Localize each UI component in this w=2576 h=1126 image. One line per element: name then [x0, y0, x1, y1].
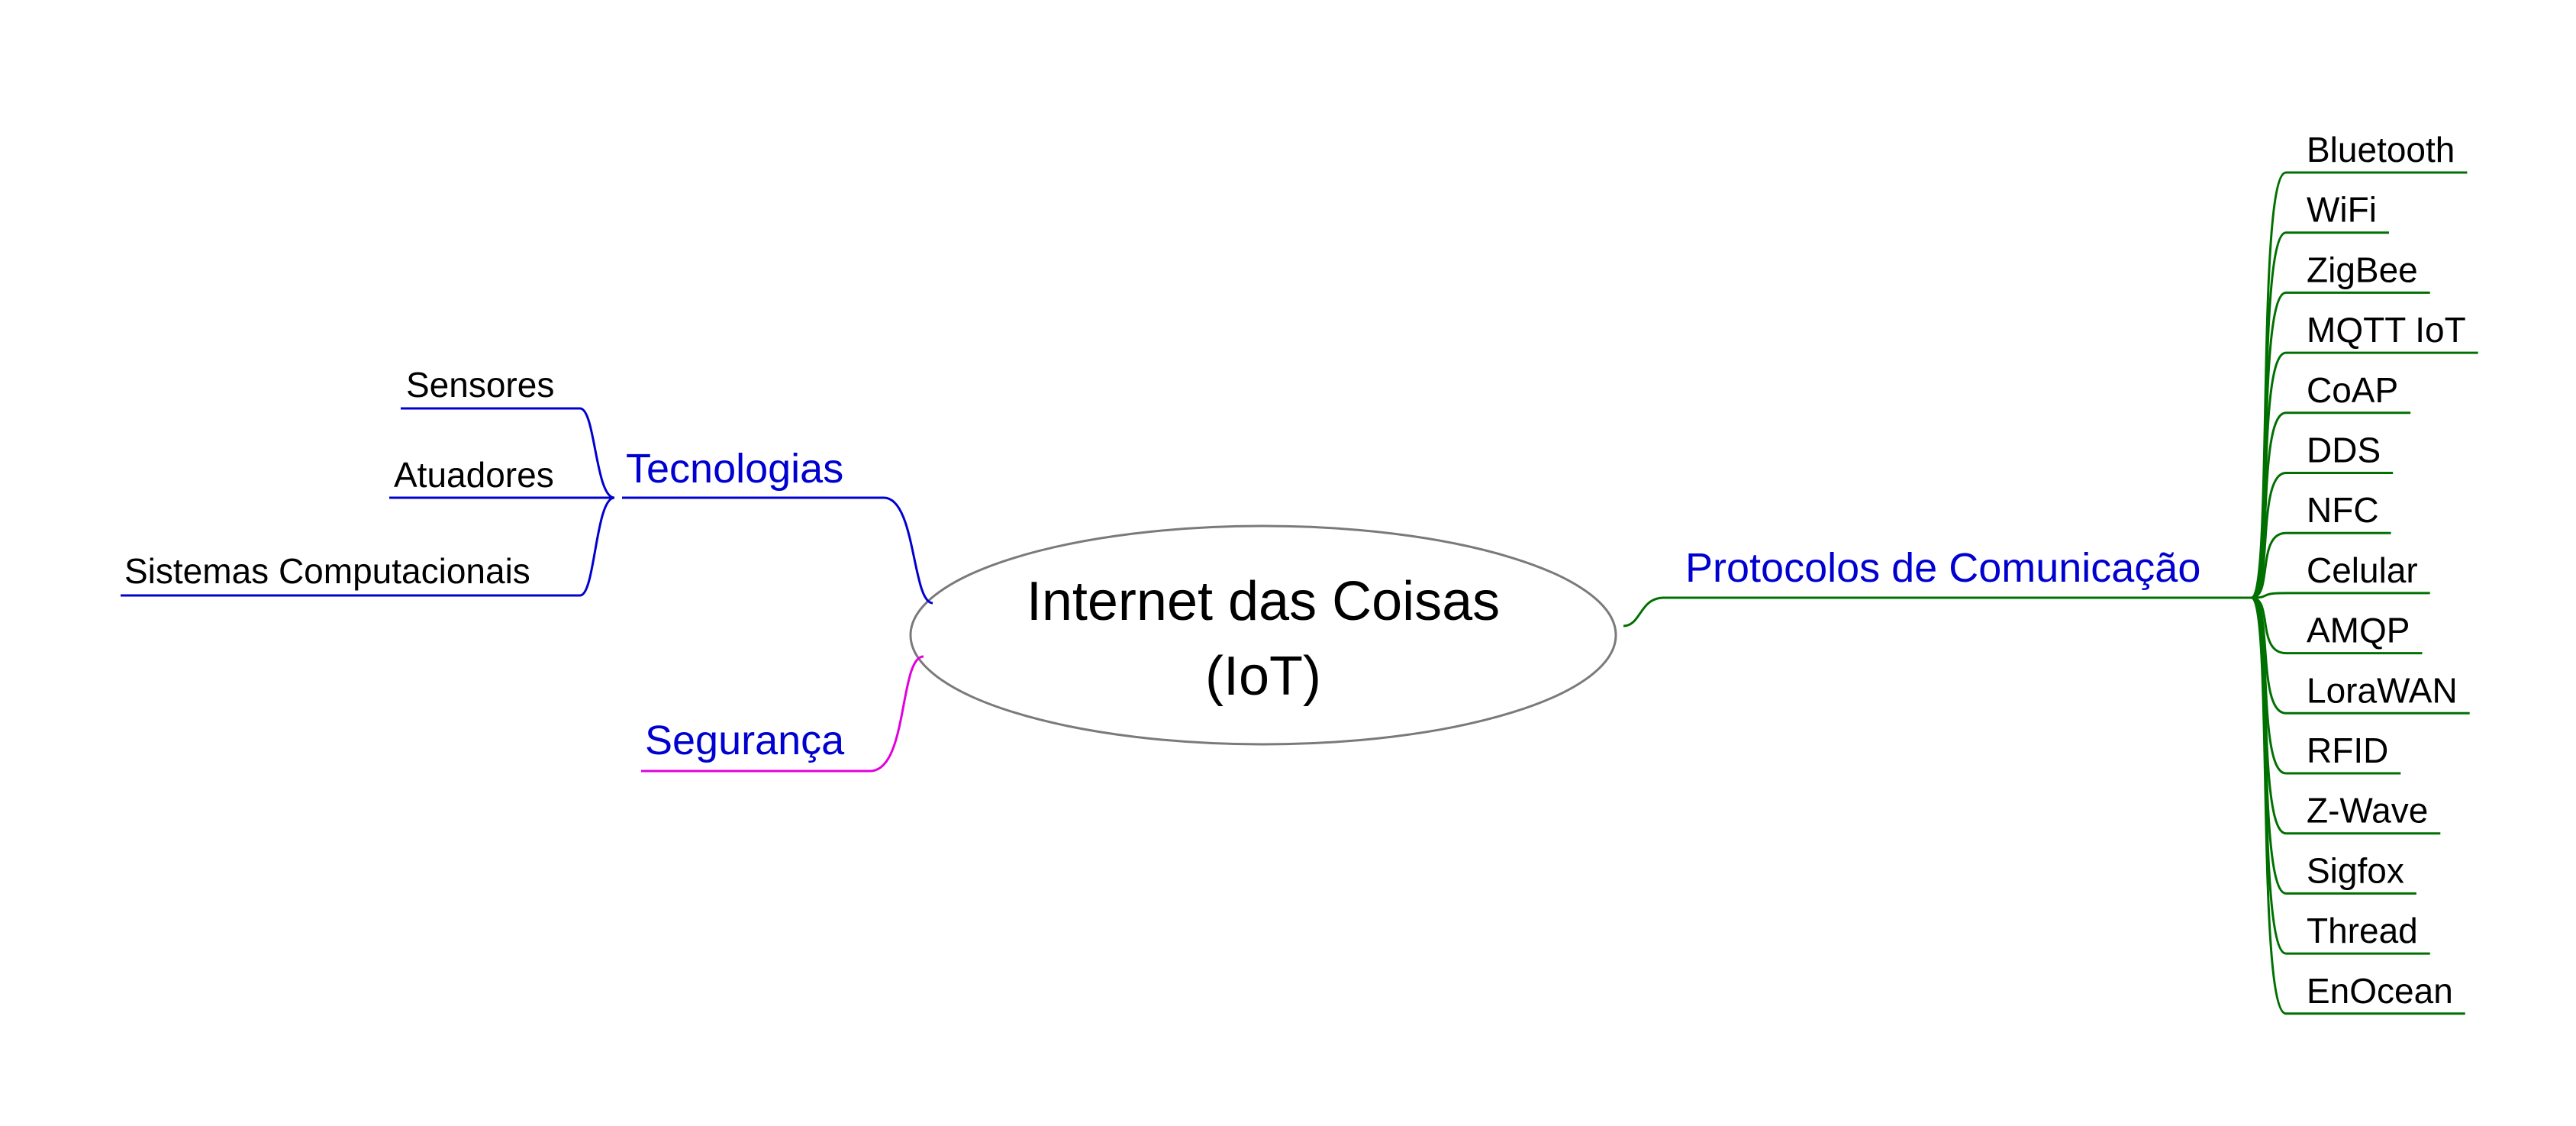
topic-seguranca: Segurança [645, 718, 845, 763]
connector-protocol-celular [2251, 592, 2430, 599]
connector-protocol-rfid [2251, 596, 2401, 775]
branch-seguranca[interactable]: Segurança [641, 655, 924, 773]
branch-protocolos[interactable]: Protocolos de Comunicação BluetoothWiFiZ… [1623, 130, 2478, 1015]
leaf-protocol-bluetooth: Bluetooth [2307, 130, 2455, 169]
connector-center-tecnologias [622, 496, 933, 605]
topic-protocolos: Protocolos de Comunicação [1685, 545, 2200, 591]
leaf-atuadores: Atuadores [394, 455, 554, 495]
connector-tecnologias-sistemas [121, 496, 615, 597]
leaf-sistemas-computacionais: Sistemas Computacionais [124, 551, 530, 591]
leaf-protocol-amqp: AMQP [2307, 611, 2410, 650]
topic-tecnologias: Tecnologias [626, 446, 843, 492]
leaf-protocol-enocean: EnOcean [2307, 971, 2453, 1011]
leaf-protocol-celular: Celular [2307, 550, 2418, 590]
leaf-protocol-dds: DDS [2307, 431, 2381, 470]
connector-protocol-bluetooth [2250, 171, 2468, 599]
leaf-protocol-rfid: RFID [2307, 731, 2388, 770]
central-topic[interactable]: Internet das Coisas (IoT) [909, 524, 1617, 746]
central-topic-title: Internet das Coisas [1027, 571, 1500, 632]
leaf-protocol-sigfox: Sigfox [2307, 850, 2404, 890]
connector-protocol-amqp [2251, 596, 2423, 655]
leaf-protocol-nfc: NFC [2307, 490, 2379, 530]
connector-tecnologias-sensores [401, 407, 615, 499]
connector-center-protocolos [1623, 596, 2252, 628]
leaf-protocol-z-wave: Z-Wave [2307, 791, 2428, 831]
leaf-protocol-lorawan: LoraWAN [2307, 670, 2458, 710]
leaf-protocol-coap: CoAP [2307, 370, 2398, 410]
leaf-protocol-mqtt-iot: MQTT IoT [2307, 310, 2466, 350]
connector-protocol-nfc [2251, 531, 2391, 599]
leaf-protocol-zigbee: ZigBee [2307, 250, 2418, 289]
branch-tecnologias[interactable]: Tecnologias Sensores Atuadores Sistemas … [121, 365, 933, 605]
central-topic-subtitle: (IoT) [1205, 646, 1321, 707]
connector-protocol-lorawan [2251, 596, 2470, 715]
leaf-sensores: Sensores [406, 365, 554, 405]
connector-center-seguranca [641, 655, 924, 773]
leaf-protocol-wifi: WiFi [2307, 190, 2377, 230]
leaf-protocol-thread: Thread [2307, 911, 2418, 950]
central-topic-ellipse [909, 524, 1617, 746]
